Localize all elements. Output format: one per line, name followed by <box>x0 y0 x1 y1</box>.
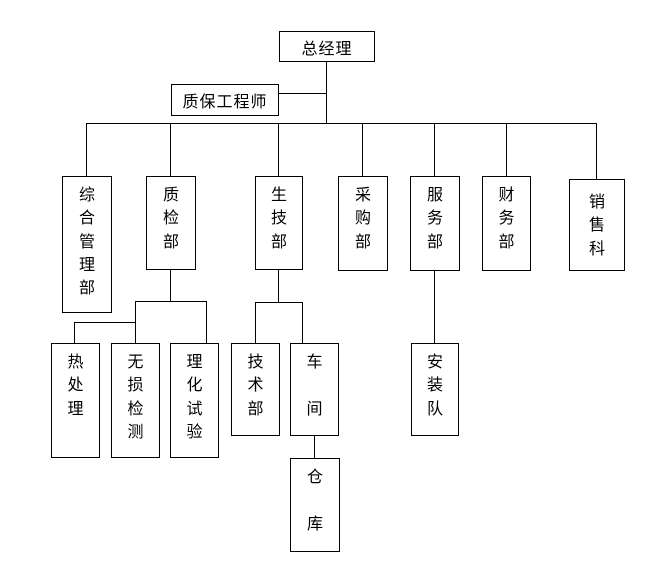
connector-qc-trunk <box>170 270 171 301</box>
org-node-heat-treatment: 热 处 理 <box>51 343 100 458</box>
connector-drop-qc-dept <box>170 124 171 176</box>
connector-drop-warehouse <box>314 435 315 458</box>
connector-heat-branch-bar <box>74 322 136 323</box>
org-node-finance-dept: 财 务 部 <box>482 176 531 271</box>
connector-drop-physchem <box>206 301 207 343</box>
org-node-label: 无 损 检 测 <box>127 352 144 441</box>
connector-drop-admin-dept <box>86 124 87 176</box>
org-node-label: 技 术 部 <box>247 352 264 418</box>
connector-gm-trunk <box>326 62 327 123</box>
org-node-label: 销 售 科 <box>588 192 605 258</box>
connector-level2-bus <box>86 123 597 124</box>
connector-drop-tech-dept <box>255 302 256 343</box>
connector-prodtech-branch-bar <box>255 302 303 303</box>
org-node-label: 生 技 部 <box>270 185 287 251</box>
org-node-qc-dept: 质 检 部 <box>146 176 196 270</box>
org-node-admin-dept: 综 合 管 理 部 <box>62 176 112 313</box>
org-node-installation-team: 安 装 队 <box>411 343 459 436</box>
org-node-label: 安 装 队 <box>426 352 443 418</box>
org-node-warehouse: 仓 库 <box>290 458 340 552</box>
org-node-label: 服 务 部 <box>426 185 443 251</box>
connector-drop-finance <box>506 124 507 176</box>
connector-drop-sales <box>596 124 597 179</box>
org-node-qa-engineer: 质保工程师 <box>171 84 279 116</box>
org-node-label: 仓 库 <box>306 467 323 533</box>
org-node-label: 质保工程师 <box>182 92 268 111</box>
org-node-label: 综 合 管 理 部 <box>78 185 95 298</box>
org-node-label: 热 处 理 <box>67 352 84 418</box>
connector-drop-prod-tech <box>278 124 279 176</box>
connector-drop-workshop <box>302 302 303 343</box>
connector-prodtech-trunk <box>278 270 279 302</box>
org-node-physchem-test: 理 化 试 验 <box>170 343 219 458</box>
org-node-purchasing-dept: 采 购 部 <box>338 176 388 271</box>
org-node-label: 采 购 部 <box>354 185 371 251</box>
connector-drop-installation <box>434 270 435 343</box>
org-node-label: 理 化 试 验 <box>186 352 203 441</box>
connector-qa-engineer-stub <box>279 93 326 94</box>
connector-drop-service <box>434 124 435 176</box>
org-node-service-dept: 服 务 部 <box>410 176 460 271</box>
org-node-general-manager: 总经理 <box>279 31 375 62</box>
org-node-ndt: 无 损 检 测 <box>111 343 160 458</box>
org-node-sales-section: 销 售 科 <box>569 179 625 271</box>
org-node-prod-tech-dept: 生 技 部 <box>255 176 303 270</box>
org-node-label: 总经理 <box>301 38 353 58</box>
connector-drop-purchasing <box>362 124 363 176</box>
org-node-label: 财 务 部 <box>498 185 515 251</box>
connector-qc-branch-bar <box>135 301 207 302</box>
connector-drop-heat <box>74 322 75 343</box>
org-node-tech-dept: 技 术 部 <box>231 343 280 436</box>
org-node-workshop: 车 间 <box>290 343 339 436</box>
org-node-label: 质 检 部 <box>162 185 179 251</box>
org-node-label: 车 间 <box>306 352 323 418</box>
